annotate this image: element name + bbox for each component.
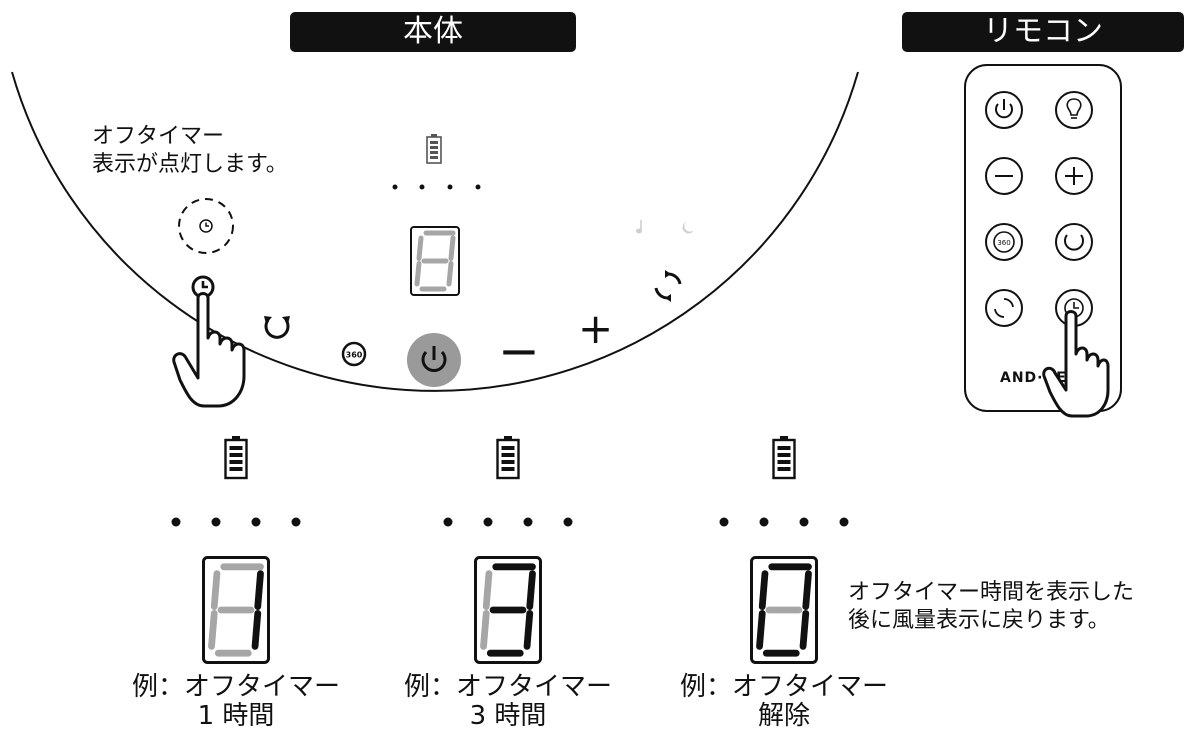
side-note-line1: オフタイマー時間を表示した bbox=[848, 580, 1135, 605]
example-caption-line1: 例：オフタイマー bbox=[679, 672, 888, 702]
remote-rotate-button[interactable] bbox=[984, 288, 1024, 328]
side-note-line2: 後に風量表示に戻ります。 bbox=[848, 608, 1110, 633]
segment-e bbox=[208, 610, 218, 650]
moon-icon bbox=[682, 222, 694, 234]
segment-b bbox=[526, 570, 536, 610]
minus-button[interactable]: − bbox=[498, 322, 540, 380]
swing-360-button-icon[interactable]: 360 bbox=[340, 340, 368, 368]
power-button[interactable] bbox=[406, 332, 462, 388]
remote-plus-button[interactable] bbox=[1054, 156, 1094, 196]
swing-button-icon[interactable] bbox=[262, 314, 292, 344]
segment-f bbox=[482, 570, 493, 610]
segment-e bbox=[480, 610, 490, 650]
battery-icon bbox=[496, 436, 520, 480]
example-seven-segment-display bbox=[202, 556, 270, 664]
segment-b bbox=[448, 235, 456, 261]
clock-indicator-icon bbox=[199, 219, 213, 233]
example-caption-line2: 1 時間 bbox=[197, 701, 275, 731]
example-caption-line2: 解除 bbox=[757, 701, 810, 731]
segment-b bbox=[802, 570, 812, 610]
battery-icon bbox=[224, 436, 248, 480]
remote-power-button[interactable] bbox=[984, 90, 1024, 130]
timer-note-line2: 表示が点灯します。 bbox=[92, 152, 288, 177]
remote-swing-360-button[interactable]: 360 bbox=[984, 222, 1024, 262]
body-unit-header: 本体 bbox=[290, 12, 576, 52]
level-dots bbox=[443, 517, 573, 527]
segment-c bbox=[251, 610, 262, 650]
remote-bulb-button[interactable] bbox=[1054, 90, 1094, 130]
example-seven-segment-display bbox=[750, 556, 818, 664]
segment-e bbox=[756, 610, 766, 650]
segment-e bbox=[414, 261, 422, 287]
timer-indicator-highlight bbox=[178, 198, 234, 254]
example-caption-line1: 例：オフタイマー bbox=[131, 672, 340, 702]
segment-c bbox=[799, 610, 810, 650]
battery-icon bbox=[772, 436, 796, 480]
main-seven-segment-display bbox=[410, 226, 460, 296]
timer-note-line1: オフタイマー bbox=[92, 124, 225, 149]
segment-c bbox=[523, 610, 534, 650]
level-dots bbox=[171, 517, 301, 527]
svg-text:360: 360 bbox=[997, 239, 1010, 247]
segment-f bbox=[210, 570, 221, 610]
level-dots bbox=[392, 184, 481, 190]
example-caption-line1: 例：オフタイマー bbox=[403, 672, 612, 702]
remote-pointing-hand-icon bbox=[1042, 310, 1110, 418]
segment-b bbox=[254, 570, 264, 610]
level-dots bbox=[719, 517, 849, 527]
example-seven-segment-display bbox=[474, 556, 542, 664]
segment-c bbox=[446, 261, 454, 287]
music-note-icon bbox=[636, 220, 642, 234]
svg-text:360: 360 bbox=[346, 351, 363, 360]
rotate-button-icon[interactable] bbox=[652, 270, 684, 302]
remote-header: リモコン bbox=[902, 12, 1184, 52]
remote-minus-button[interactable] bbox=[984, 156, 1024, 196]
remote-swing-button[interactable] bbox=[1054, 222, 1094, 262]
segment-f bbox=[758, 570, 769, 610]
segment-f bbox=[416, 235, 424, 261]
pointing-hand-icon bbox=[172, 292, 246, 408]
plus-button[interactable]: + bbox=[578, 304, 614, 353]
battery-icon bbox=[426, 134, 442, 164]
example-caption-line2: 3 時間 bbox=[469, 701, 547, 731]
